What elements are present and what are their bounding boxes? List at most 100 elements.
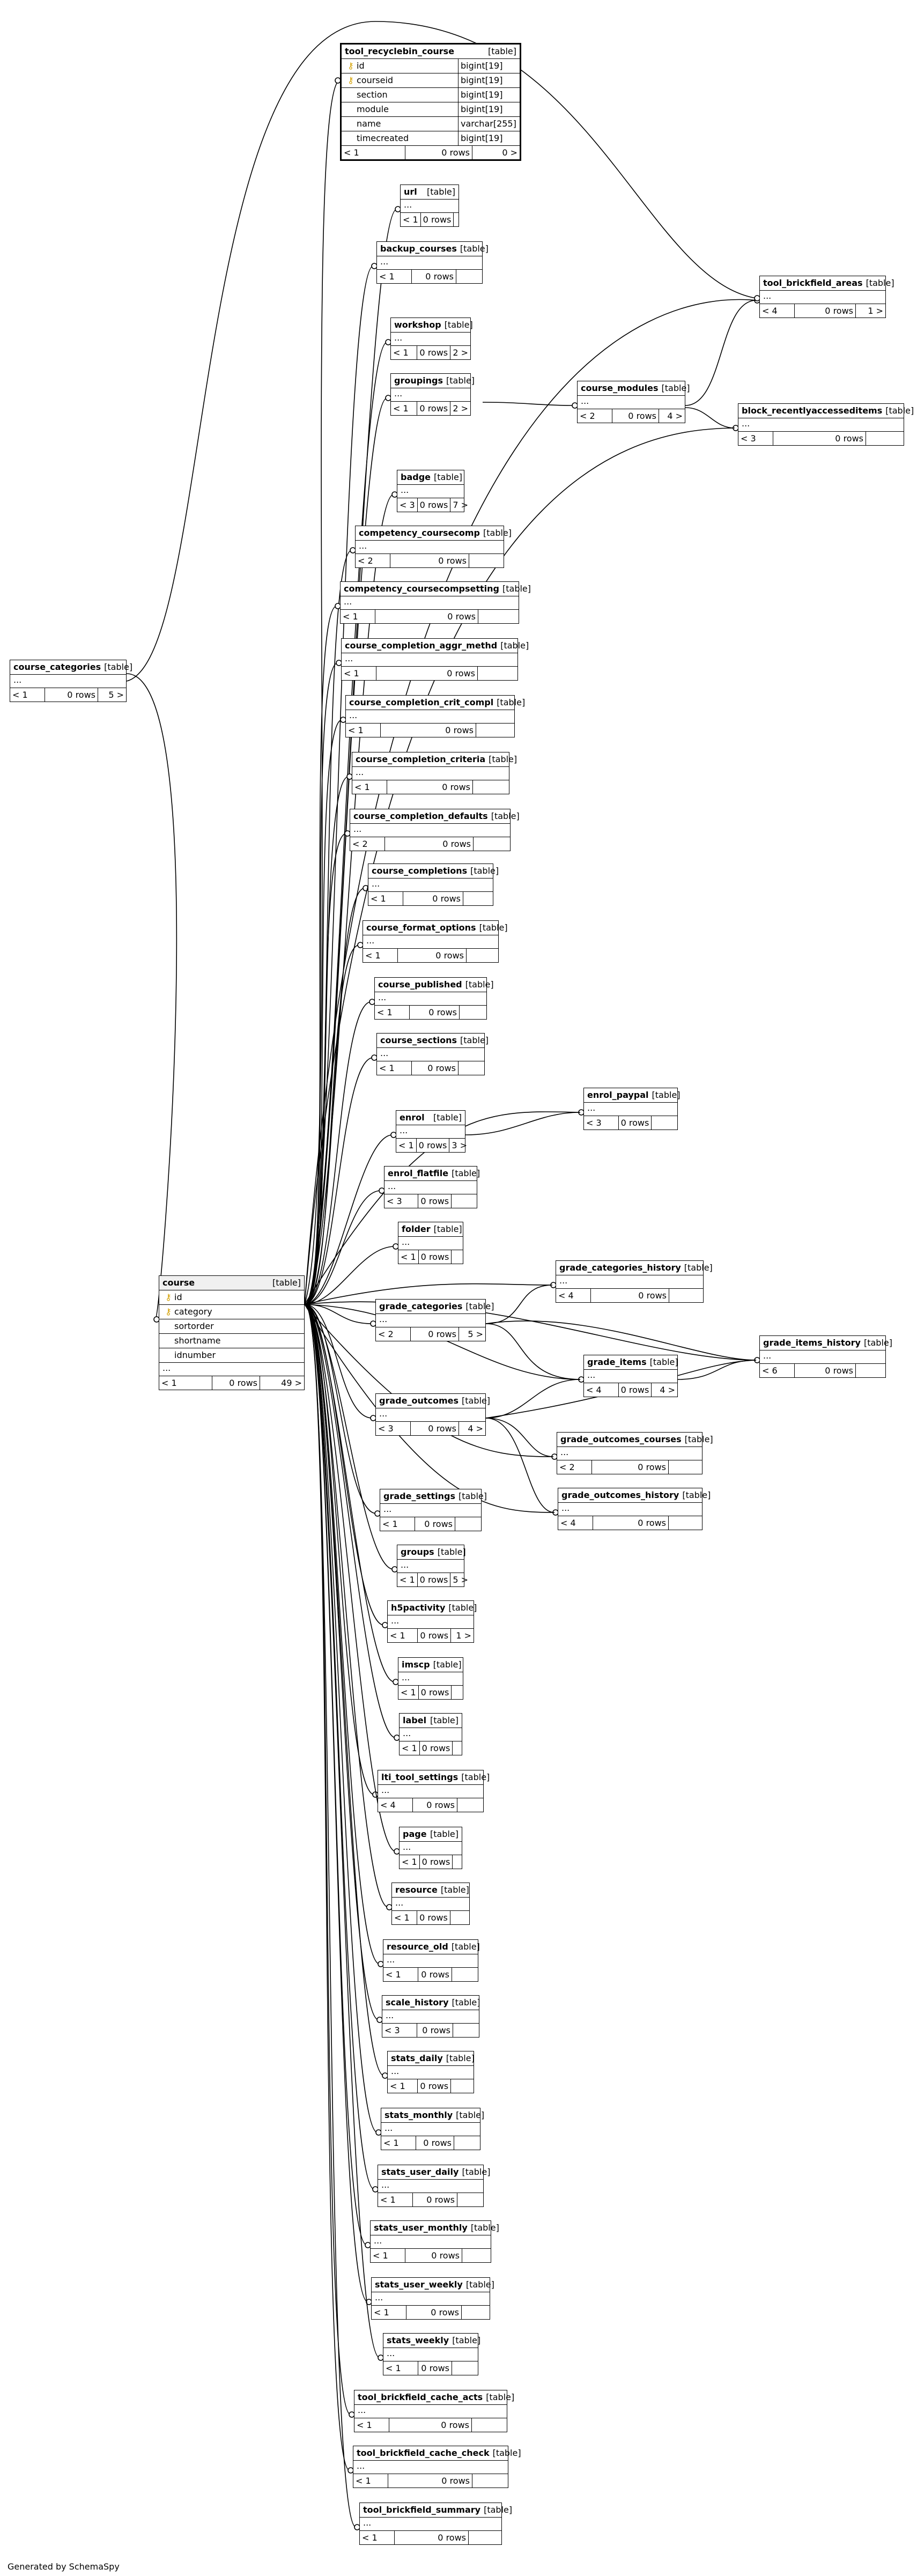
child-count — [469, 554, 504, 567]
child-count — [652, 1116, 677, 1130]
row-count: 0 rows — [395, 2531, 469, 2544]
table-type: [table] — [866, 278, 894, 288]
child-count — [866, 432, 904, 445]
table-type: [table] — [682, 1490, 711, 1500]
table-name: lti_tool_settings — [381, 1772, 458, 1782]
table-name: scale_history — [386, 1997, 449, 2007]
parent-count: < 1 — [360, 2531, 395, 2544]
relationship-line — [304, 1304, 377, 1514]
child-count: 5 > — [453, 1575, 469, 1585]
relationship-line — [304, 606, 337, 1305]
more-columns: ... — [388, 2066, 474, 2079]
parent-count: < 1 — [372, 2306, 406, 2319]
child-count — [462, 2306, 490, 2319]
relationship-line — [304, 1304, 357, 2528]
row-count: 0 rows — [381, 724, 476, 737]
row-count: 0 rows — [418, 1573, 451, 1586]
relationship-line — [304, 1304, 375, 2190]
more-columns: ... — [377, 1048, 484, 1061]
relationship-line — [304, 1190, 381, 1305]
table-name: imscp — [402, 1659, 430, 1670]
row-count: 0 rows — [417, 1139, 450, 1152]
table-course[interactable]: course[table] ⚷id ⚷category sortorder sh… — [159, 1275, 305, 1390]
table-course-completion-crit-compl[interactable]: course_completion_crit_compl[table]...< … — [345, 695, 525, 737]
table-name: enrol_flatfile — [388, 1168, 449, 1178]
parent-count: < 1 — [363, 949, 398, 962]
relationship-line — [485, 1418, 554, 1457]
table-name: grade_outcomes — [379, 1396, 458, 1406]
table-type: [table] — [104, 662, 133, 672]
table-type: [table] — [430, 1715, 458, 1725]
table-name: course_format_options — [366, 922, 476, 933]
parent-count: < 4 — [558, 1516, 593, 1530]
table-type: [table] — [465, 979, 494, 990]
table-course-completion-aggr-methd[interactable]: course_completion_aggr_methd[table]...< … — [341, 638, 529, 681]
table-competency-coursecompsetting[interactable]: competency_coursecompsetting[table]...< … — [340, 581, 531, 624]
table-tool-brickfield-cache-check[interactable]: tool_brickfield_cache_check[table]...< 1… — [353, 2446, 521, 2488]
table-type: [table] — [465, 2279, 494, 2290]
child-count: 4 > — [667, 411, 683, 421]
child-count — [452, 1968, 478, 1981]
relationship-line — [304, 1134, 393, 1305]
more-columns: ... — [383, 2348, 478, 2361]
row-count: 0 rows — [773, 432, 866, 445]
table-block-recentlyaccesseditems[interactable]: block_recentlyaccesseditems[table]...< 3… — [738, 403, 914, 446]
column-label: section — [357, 90, 388, 100]
table-type: [table] — [502, 584, 531, 594]
table-type: [table] — [456, 2110, 485, 2120]
row-count: 0 rows — [592, 1460, 669, 1474]
parent-count: < 1 — [377, 1061, 412, 1075]
child-count — [453, 1855, 462, 1869]
row-count: 0 rows — [417, 346, 451, 359]
row-count: 0 rows — [418, 1194, 452, 1208]
more-columns: ... — [375, 992, 486, 1006]
child-count — [472, 2474, 508, 2488]
relationship-line — [304, 1301, 757, 1361]
